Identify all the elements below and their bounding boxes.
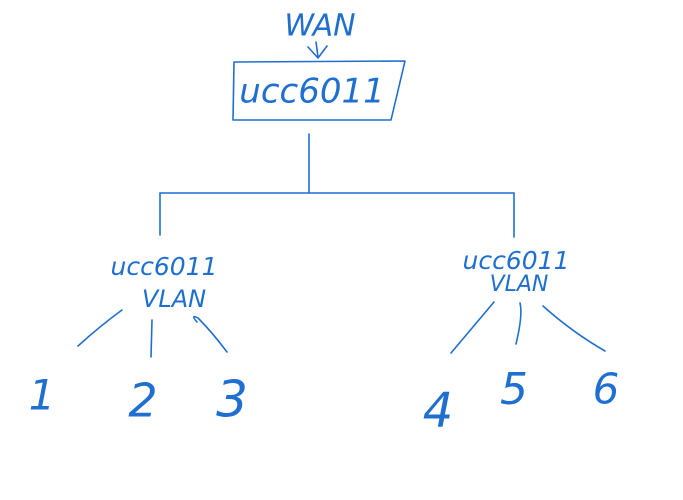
right-node-vlan-label: VLAN	[490, 272, 549, 297]
router-label: ucc6011	[239, 72, 384, 112]
router-box	[232, 60, 406, 121]
port-2-label: 2	[128, 374, 157, 428]
port-5-label: 5	[500, 364, 528, 415]
right-node-top-label: ucc6011	[463, 246, 570, 275]
left-node-vlan-label: VLAN	[142, 285, 206, 313]
right-port-4-line	[450, 301, 495, 354]
right-port-5-line	[515, 302, 522, 345]
port-1-label: 1	[29, 371, 56, 420]
port-4-label: 4	[423, 383, 454, 439]
wan-arrow-head	[307, 45, 328, 59]
wan-arrow-shaft	[315, 41, 319, 58]
port-6-label: 6	[593, 365, 620, 414]
left-port-3-line	[192, 315, 228, 353]
left-port-1-line	[77, 309, 123, 347]
wan-label: WAN	[284, 9, 355, 44]
left-node-top-label: ucc6011	[111, 252, 218, 281]
left-port-2-line	[150, 319, 153, 358]
right-port-6-line	[542, 305, 606, 352]
port-3-label: 3	[216, 371, 248, 429]
